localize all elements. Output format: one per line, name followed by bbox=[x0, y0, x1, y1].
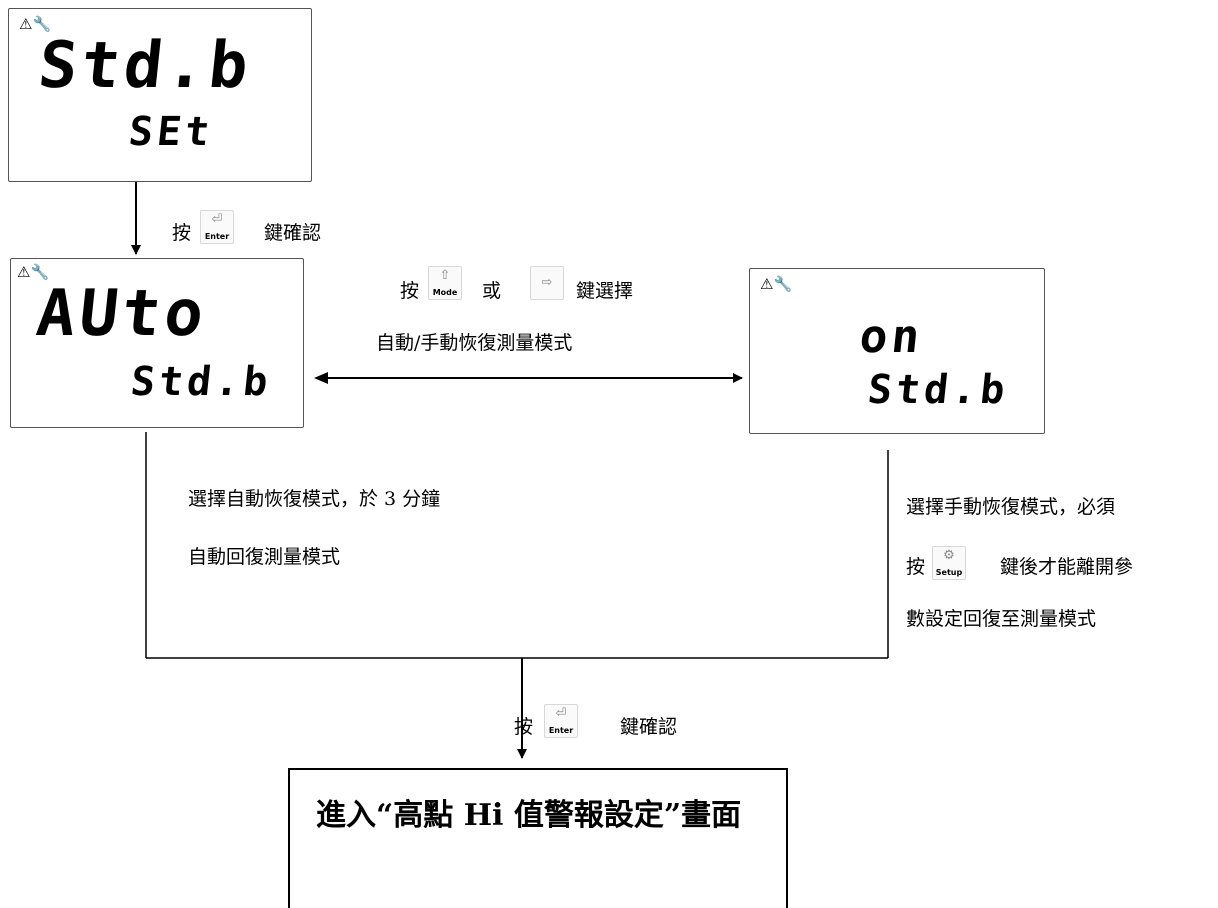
enter-icon: ⏎ bbox=[555, 706, 567, 721]
confirm-label-2: 鍵確認 bbox=[620, 716, 678, 738]
lcd-line2: SEt bbox=[126, 109, 216, 155]
confirm-label-1: 鍵確認 bbox=[264, 222, 322, 244]
lcd-auto-stdb: ⚠🔧 AUto Std.b bbox=[10, 258, 304, 428]
lcd-stdb-set: ⚠🔧 Std.b SEt bbox=[8, 8, 312, 182]
lcd-on-stdb: ⚠🔧 on Std.b bbox=[749, 268, 1045, 434]
warning-wrench-icon: ⚠🔧 bbox=[17, 263, 50, 281]
manual-description-3: 數設定回復至測量模式 bbox=[906, 608, 1097, 630]
setup-key[interactable]: ⚙ Setup bbox=[932, 546, 966, 580]
select-label: 鍵選擇 bbox=[576, 280, 634, 302]
lcd-line1: AUto bbox=[33, 277, 212, 351]
right-arrow-icon: ⇨ bbox=[541, 275, 553, 290]
lcd-line2: Std.b bbox=[865, 367, 1011, 413]
press-label-4: 按 bbox=[514, 716, 534, 738]
enter-key-1[interactable]: ⏎ Enter bbox=[200, 210, 234, 244]
home-arrow-icon: ⇧ bbox=[439, 268, 451, 283]
auto-description-1: 選擇自動恢復模式，於 3 分鐘 bbox=[188, 488, 441, 510]
press-label-2: 按 bbox=[400, 280, 420, 302]
arrow-left-head bbox=[314, 372, 328, 384]
mode-key[interactable]: ⇧ Mode bbox=[428, 266, 462, 300]
auto-description-2: 自動回復測量模式 bbox=[188, 546, 341, 568]
manual-description-2: 鍵後才能離開參 bbox=[1000, 556, 1134, 578]
press-label-1: 按 bbox=[172, 222, 192, 244]
right-key[interactable]: ⇨ bbox=[530, 266, 564, 300]
toggle-description: 自動/手動恢復測量模式 bbox=[376, 332, 573, 354]
final-step-label: 進入“高點 Hi 值警報設定”畫面 bbox=[316, 798, 742, 833]
final-step-box: 進入“高點 Hi 值警報設定”畫面 bbox=[288, 768, 788, 908]
enter-icon: ⏎ bbox=[211, 212, 223, 227]
lcd-line2: Std.b bbox=[128, 359, 274, 405]
lcd-line1: Std.b bbox=[35, 29, 256, 103]
press-label-3: 按 bbox=[906, 556, 926, 578]
enter-key-2[interactable]: ⏎ Enter bbox=[544, 704, 578, 738]
manual-description-1: 選擇手動恢復模式，必須 bbox=[906, 496, 1116, 518]
wrench-icon: ⚙ bbox=[943, 548, 955, 563]
warning-wrench-icon: ⚠🔧 bbox=[760, 275, 793, 293]
warning-wrench-icon: ⚠🔧 bbox=[19, 15, 52, 33]
lcd-line1: on bbox=[857, 309, 927, 363]
or-label: 或 bbox=[482, 280, 502, 302]
